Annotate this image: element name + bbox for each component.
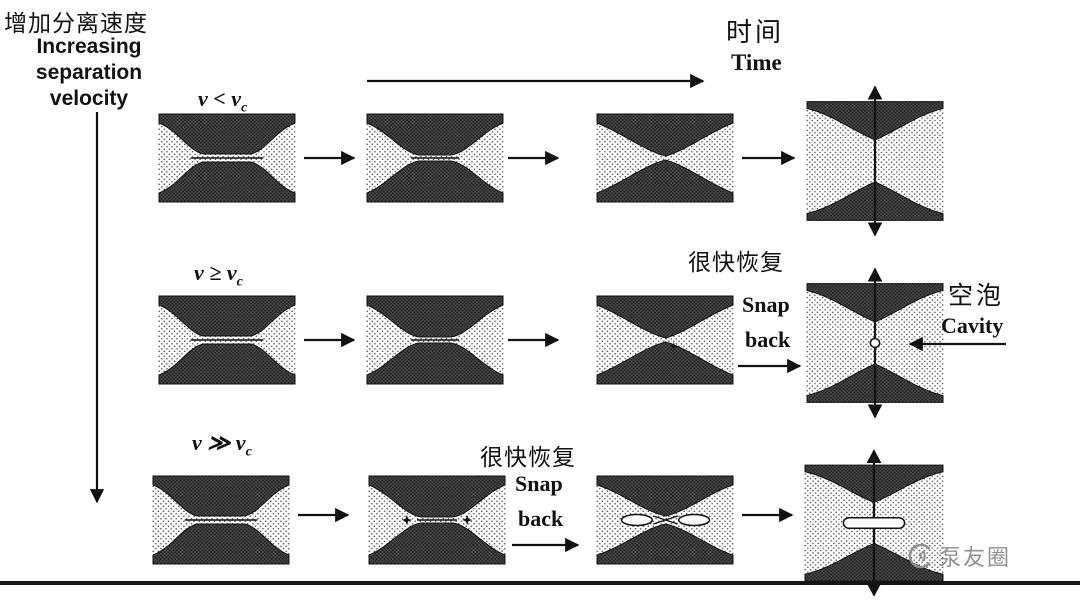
panel-r1-c4-separated [806,85,944,237]
increase-velocity-line2: separation [35,61,143,84]
flow-arrow-r1-2 [508,150,560,166]
row3-snapback-en-bottom: back [518,506,564,531]
row3-snapback-en-top: Snap [515,471,563,496]
row1-velocity-label: v < vc [198,86,247,116]
row2-snapback-en-bottom: back [745,327,791,352]
panel-r1-c2-narrow-contact [366,113,504,203]
panel-r3-c2-contact-nucleation [368,475,506,565]
neck-cross-lines [653,515,678,525]
increase-velocity-line3: velocity [49,87,129,110]
panel-r2-c1-flat-contact [158,295,296,385]
cavitation-spark-left-icon [401,515,412,525]
row1-velocity-sub: c [241,100,248,116]
cavitation-spark-right-icon [462,515,473,525]
time-label-en: Time [731,50,782,75]
elongated-cavity-capsule-icon [842,517,906,529]
panel-r3-c1-flat-contact [152,475,290,565]
panel-r1-c3-point-contact [596,113,734,203]
row2-velocity-main: v ≥ v [194,260,237,285]
cavitation-spark-icon [669,342,678,350]
flow-arrow-r1-3 [742,150,796,166]
row3-velocity-sub: c [245,444,252,460]
watermark: 泵友圈 [908,540,1011,572]
time-axis-arrow [367,73,705,89]
row2-velocity-sub: c [236,274,243,290]
panel-r3-c4-separated-elongated-cavity [804,449,944,597]
panel-r1-c1-flat-contact [158,113,296,203]
snapback-arrow-r3 [512,537,580,553]
bottom-rule [0,581,1080,585]
row2-snapback-label-cn: 很快恢复 [688,250,784,275]
cavity-bubble-icon [869,337,881,349]
pumpfriend-logo-icon [908,543,931,569]
row3-snapback-label-cn: 很快恢复 [480,445,576,470]
panel-r3-c3-elongated-cavities [596,475,734,565]
row3-velocity-label: v ≫ vc [192,430,252,460]
elongated-cavity-left-icon [620,513,653,527]
flow-arrow-r3-1 [298,507,350,523]
row1-velocity-main: v < v [198,86,242,111]
increase-velocity-line1: Increasing [36,35,142,58]
flow-arrow-r2-2 [508,332,560,348]
row2-velocity-label: v ≥ vc [194,260,243,290]
cavity-pointer-arrow [908,336,1006,352]
increase-velocity-label-en: Increasing separation velocity [18,34,160,112]
watermark-text: 泵友圈 [939,545,1012,570]
panel-r2-c3-point-contact-nucleation [596,295,734,385]
time-label-cn: 时间 [726,18,785,47]
cavity-label-en: Cavity [941,313,1004,338]
flow-arrow-r1-1 [304,150,356,166]
velocity-axis-arrow [89,112,105,504]
cavity-label-cn: 空泡 [948,283,1005,310]
flow-arrow-r3-3 [742,507,794,523]
panel-r2-c2-narrow-contact [366,295,504,385]
snapback-arrow-r2 [738,358,802,374]
row2-snapback-en-top: Snap [742,292,790,317]
elongated-cavity-right-icon [678,513,711,527]
row3-velocity-main: v ≫ v [192,430,246,455]
flow-arrow-r2-1 [304,332,356,348]
increase-velocity-label-cn: 增加分离速度 [4,11,148,36]
